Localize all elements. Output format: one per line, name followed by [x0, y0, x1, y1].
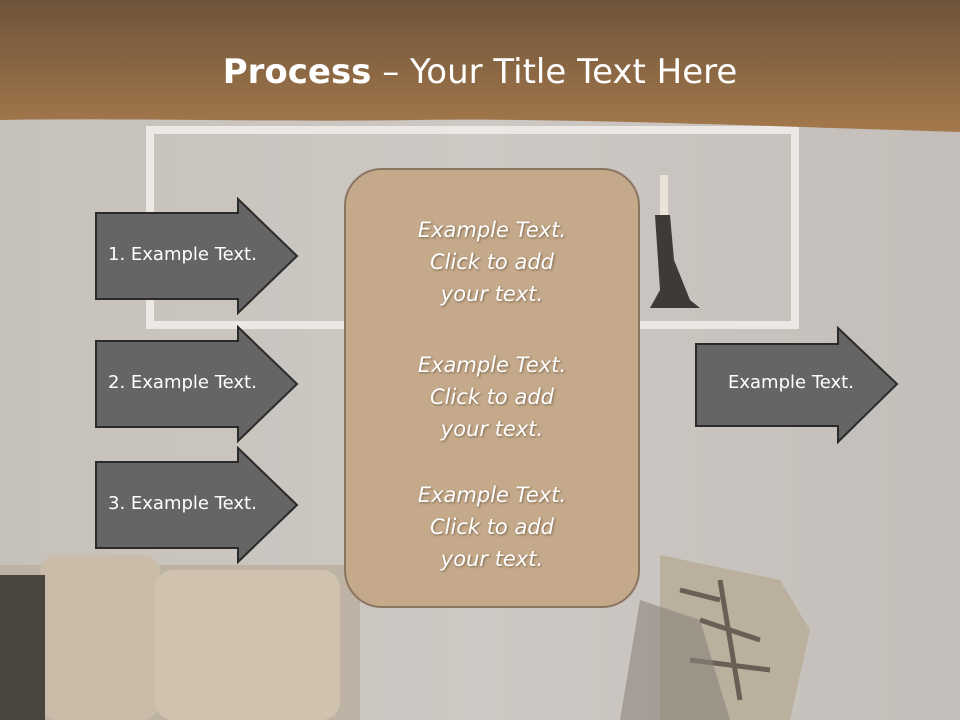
center-paragraph-1: Example Text. Click to add your text. — [346, 214, 638, 310]
paragraph-line: your text. — [440, 282, 544, 306]
paragraph-line: Click to add — [429, 515, 554, 539]
left-arrow-3[interactable] — [94, 446, 300, 564]
center-paragraph-3: Example Text. Click to add your text. — [346, 479, 638, 575]
paragraph-line: your text. — [440, 547, 544, 571]
paragraph-line: Example Text. — [417, 353, 567, 377]
center-paragraph-2: Example Text. Click to add your text. — [346, 349, 638, 445]
paragraph-line: your text. — [440, 417, 544, 441]
paragraph-line: Example Text. — [417, 483, 567, 507]
right-arrow-label: Example Text. — [728, 372, 854, 393]
paragraph-line: Example Text. — [417, 218, 567, 242]
paragraph-line: Click to add — [429, 250, 554, 274]
left-arrow-1-label: 1. Example Text. — [108, 244, 257, 265]
slide-title: Process – Your Title Text Here — [0, 52, 960, 92]
left-arrow-2-label: 2. Example Text. — [108, 372, 257, 393]
left-arrow-2[interactable] — [94, 325, 300, 443]
paragraph-line: Click to add — [429, 385, 554, 409]
title-bold: Process — [222, 52, 372, 92]
left-arrow-3-label: 3. Example Text. — [108, 493, 257, 514]
right-arrow[interactable] — [694, 326, 900, 444]
title-rest: – Your Title Text Here — [371, 52, 738, 92]
left-arrow-1[interactable] — [94, 197, 300, 315]
center-text-box[interactable]: Example Text. Click to add your text. Ex… — [344, 168, 640, 608]
